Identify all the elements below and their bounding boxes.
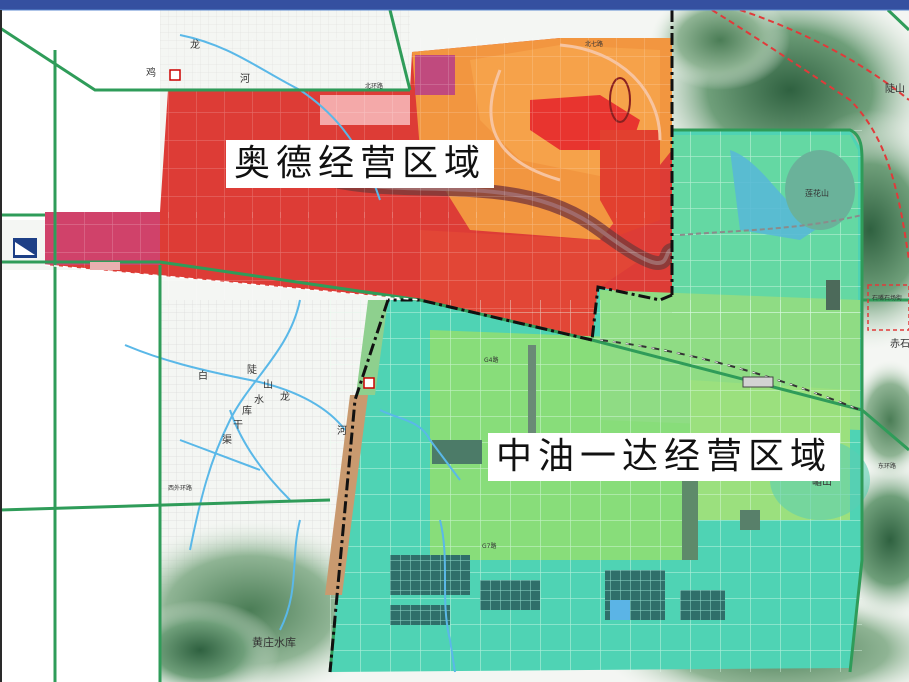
water-label: 河 [337, 425, 347, 437]
region-label-aode: 奥德经营区域 [226, 140, 495, 188]
road-label: 北七路 [585, 40, 603, 48]
region-aode [45, 38, 675, 342]
water-label: 河 [240, 73, 250, 85]
place-label: 赤石 [890, 338, 909, 350]
water-label: 干 [233, 420, 243, 431]
water-label: 水 [254, 394, 264, 406]
water-label: 鸡 [146, 66, 156, 79]
water-label: 白 [198, 369, 208, 382]
road-label: G4路 [484, 356, 498, 364]
water-label: 渠 [222, 434, 232, 446]
hill-label: 莲花山 [805, 188, 829, 198]
reservoir-label: 黄庄水库 [252, 635, 296, 649]
water-label: 龙 [190, 38, 200, 51]
road-label: 北环路 [365, 82, 383, 90]
water-label: 库 [242, 404, 252, 417]
road-label: G7路 [482, 542, 496, 550]
water-label: 山 [263, 379, 273, 391]
region-label-zhongyou: 中油一达经营区域 [488, 433, 841, 481]
road-label: 西外环路 [168, 484, 192, 492]
region-boundaries [328, 10, 674, 673]
water-label: 陡 [247, 364, 257, 376]
road-label: 东环路 [878, 462, 896, 470]
water-label: 龙 [280, 390, 290, 403]
mountain-label: 陡山 [885, 83, 905, 95]
quarry-label: 石嘴石场街 [872, 294, 902, 302]
